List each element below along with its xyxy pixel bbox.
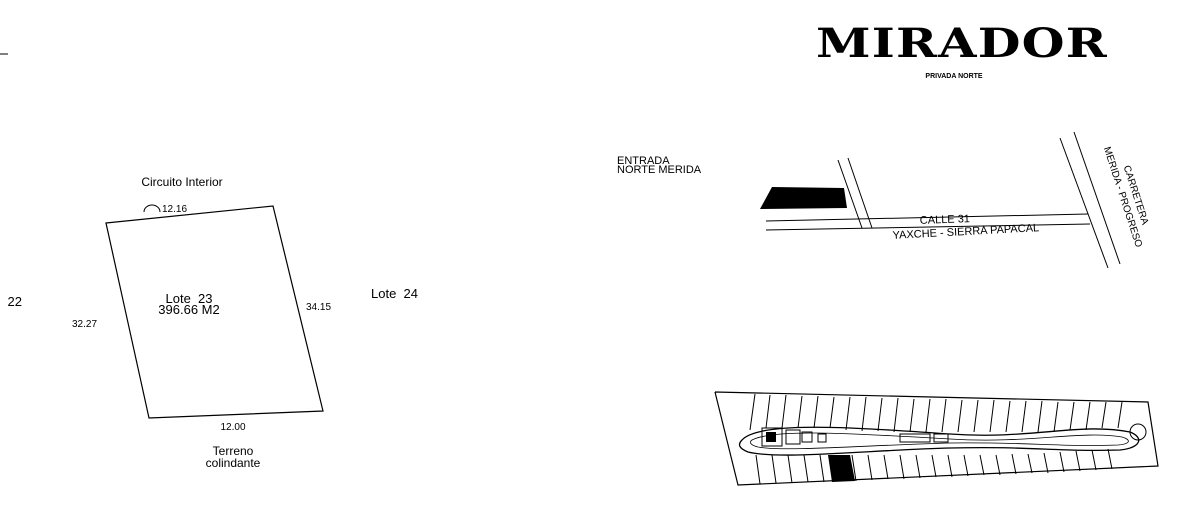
internal-circuit-road — [738, 426, 1140, 456]
street-name: CALLE 31 — [920, 213, 971, 227]
street-label: Circuito Interior — [141, 175, 222, 189]
rear-label-line1: Terreno — [213, 444, 254, 458]
highlighted-lot-marker — [828, 455, 855, 482]
mirador-logo: MIRADOR PRIVADA NORTE — [816, 20, 1108, 80]
lower-lot-dividers — [755, 448, 1113, 485]
amenity-building-2 — [801, 431, 813, 443]
private-block-marker — [760, 187, 847, 209]
lot-plan: Circuito Interior 12.16 Lote 23 396.66 M… — [0, 175, 418, 470]
left-dimension: 32.27 — [72, 319, 97, 330]
front-dimension: 12.16 — [162, 204, 187, 215]
roundabout — [1129, 423, 1147, 441]
amenity-building-4 — [899, 433, 931, 443]
lot-area: 396.66 M2 — [158, 302, 219, 317]
master-plan-thumbnail — [714, 391, 1159, 486]
street-line-top — [765, 213, 1089, 222]
master-plan-outline — [714, 391, 1159, 486]
street-line-bottom — [765, 223, 1091, 231]
location-map: ENTRADA NORTE MERIDA CALLE 31 YAXCHE - S… — [617, 131, 1150, 269]
highway-line-outer — [1073, 131, 1121, 265]
internal-circuit-road-inner — [750, 432, 1129, 450]
entrance-label-line2: NORTE MERIDA — [617, 164, 702, 176]
logo-title: MIRADOR — [816, 20, 1108, 67]
rear-label-line2: colindante — [206, 456, 261, 470]
entrance-label-line1: ENTRADA — [617, 155, 670, 167]
right-dimension: 34.15 — [306, 302, 331, 313]
lot-name: Lote 23 — [166, 291, 213, 306]
lot-23-outline — [105, 205, 324, 419]
highway-line-inner — [1059, 137, 1109, 269]
street-subname: YAXCHE - SIERRA PAPACAL — [892, 222, 1039, 242]
clubhouse-annex — [766, 432, 776, 442]
right-neighbor-label: Lote 24 — [371, 286, 418, 301]
access-road-line-b — [847, 157, 873, 229]
amenity-building-3 — [817, 433, 827, 443]
amenity-building-5 — [933, 433, 949, 443]
amenity-building-1 — [785, 429, 801, 445]
logo-subtitle: PRIVADA NORTE — [925, 73, 983, 80]
upper-lot-dividers — [749, 393, 1123, 433]
rear-dimension: 12.00 — [220, 422, 245, 433]
left-neighbor-label: Lote 22 — [0, 294, 22, 309]
access-road-line-a — [837, 159, 863, 229]
clubhouse-building — [761, 427, 783, 447]
arc-icon — [143, 204, 161, 213]
